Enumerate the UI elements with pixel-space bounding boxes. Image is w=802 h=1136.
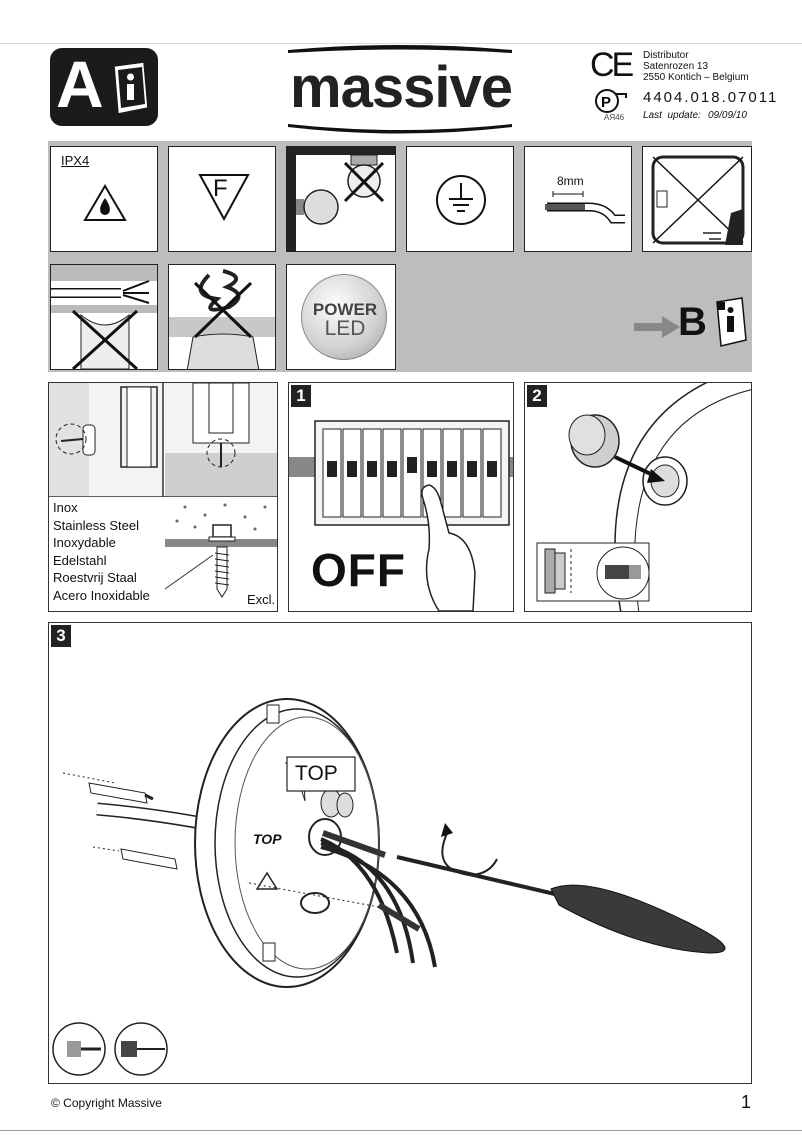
material-item: Inox [53,500,78,515]
top-rule [0,43,802,44]
step1-badge: 1 [291,385,311,407]
material-item: Acero Inoxidable [53,587,150,603]
distributor-block: Distributor Satenrozen 13 2550 Kontich –… [643,50,749,83]
arrow-right-icon [634,316,680,338]
safety-icons-band [48,141,752,372]
f-mark-tile: F [168,146,276,252]
mounting-plate-illustration [52,698,726,1076]
top-callout: TOP [295,762,338,785]
distributor-label: Distributor [643,50,689,61]
led-label: LED [324,317,366,340]
strip-wire-tile: 8mm [524,146,632,252]
material-item: Inoxydable [53,535,116,550]
earth-tile [406,146,514,252]
copyright: © Copyright Massive [51,1096,162,1110]
logo-swoosh-icon [288,45,512,134]
step2-badge: 2 [527,385,547,407]
ce-mark: CE [590,46,634,84]
brand-name: massive [290,55,513,120]
no-ceiling-tile [286,146,396,252]
f-mark-letter: F [213,175,228,202]
page-number: 1 [741,1092,752,1112]
power-led-tile: POWER LED [286,264,396,370]
top-mark: TOP [253,831,282,847]
knockout-grommet-icon [536,383,751,611]
no-box-icon [651,155,745,245]
step1-panel: 1 OFF [288,382,514,612]
excl-label: Excl. [247,592,276,607]
manual-a-badge: A [50,47,158,126]
breaker-panel-icon [289,420,513,611]
material-item: Roestvrij Staal [53,570,137,585]
last-update-label: Last update: [643,110,701,121]
material-item: Edelstahl [53,552,107,568]
wall-mount-closeup [49,383,277,497]
materials-list: Inox Stainless Steel Inoxydable Edelstah… [53,499,150,604]
step2-panel: 2 [524,382,752,612]
manual-book-icon [113,61,149,115]
section-b-letter: B [678,300,707,344]
last-update-value: 09/09/10 [708,110,747,121]
ipx-label: IPX4 [61,153,90,168]
manual-b-book-icon [716,297,747,347]
product-code: 4404.018.07011 [643,89,779,106]
f-triangle-icon [198,174,250,222]
stainless-screw-icon [165,503,277,598]
manual-letter: A [56,47,104,121]
water-drop-icon [83,184,127,221]
bottom-rule [0,1130,802,1131]
gost-mark-icon: P [595,89,627,113]
wire-strip-icon [545,191,625,224]
material-item: Stainless Steel [53,517,139,533]
distributor-city: 2550 Kontich – Belgium [643,72,749,83]
strip-length: 8mm [557,174,584,188]
off-label: OFF [311,544,406,596]
gost-code: AЯ46 [604,113,625,122]
power-led-badge: POWER LED [301,274,387,360]
svg-text:P: P [601,94,611,111]
ipx4-tile: IPX4 [50,146,158,252]
wall-only-icon [287,147,395,251]
warning-panel: ! Inox Stainless Steel Inoxydable Edelst… [48,382,278,612]
ground-symbol-icon [436,175,486,225]
no-junction-box-tile [642,146,752,252]
step3-badge: 3 [51,625,71,647]
no-tangled-wire-tile [168,264,276,370]
power-label: POWER [312,300,378,319]
no-tangled-wire-icon [169,269,275,369]
brand-logo: massive [284,44,516,134]
no-wire-through-icon [51,265,157,369]
distributor-street: Satenrozen 13 [643,61,709,72]
step3-panel: 3 [48,622,752,1084]
no-wire-through-tile [50,264,158,370]
